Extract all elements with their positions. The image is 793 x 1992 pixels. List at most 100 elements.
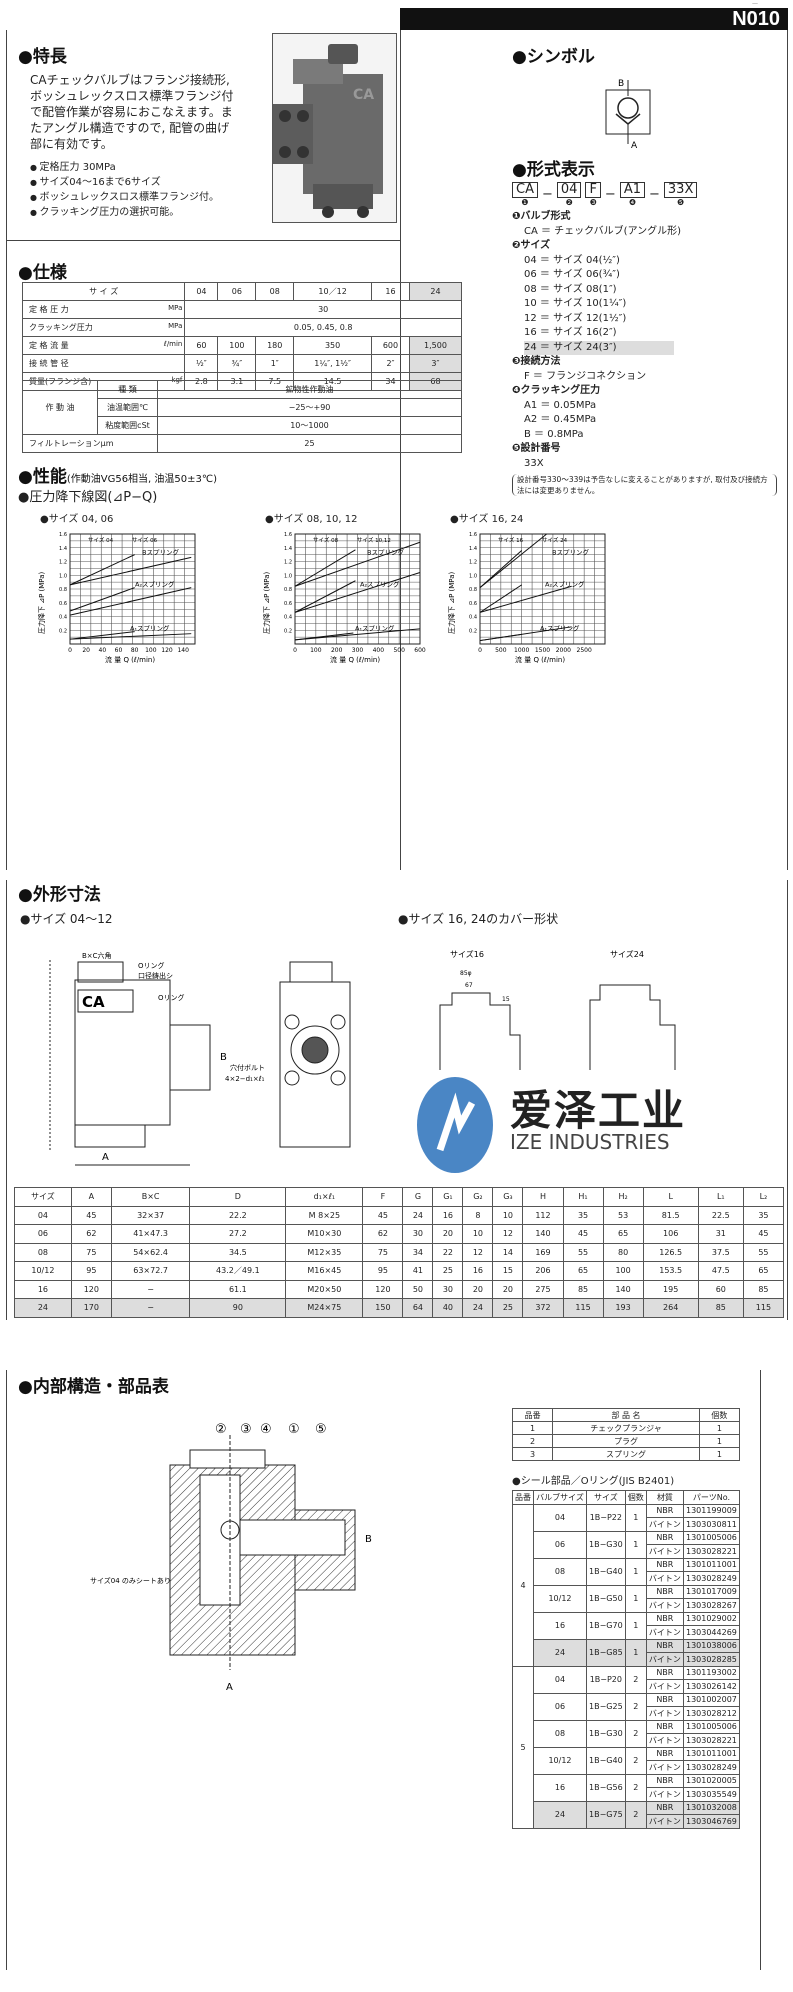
seals-qty: 2 xyxy=(624,1719,647,1748)
spec-value: 1¼″, 1½″ xyxy=(293,354,373,373)
legend-item: 24 ＝ サイズ 24(3″) xyxy=(512,340,782,355)
seals-valve-size: 04 xyxy=(533,1665,587,1694)
dims-cell: 75 xyxy=(70,1242,112,1262)
dims-cell: − xyxy=(110,1298,191,1318)
legend-item: 08 ＝ サイズ 08(1″) xyxy=(512,283,782,298)
dims-cell: M20×50 xyxy=(285,1279,364,1299)
dims-cell: 30 xyxy=(402,1224,434,1244)
spec-value: ½″ xyxy=(184,354,219,373)
spec-value: 2″ xyxy=(371,354,410,373)
seals-part-no: 1301005006 xyxy=(682,1719,741,1734)
dims-cell: 140 xyxy=(602,1279,644,1299)
legend-item-text: 04 ＝ サイズ 04(½″) xyxy=(524,254,620,266)
x-tick-label: 80 xyxy=(131,647,139,654)
spec-header-cell: 16 xyxy=(371,282,410,301)
dims-cell: 53 xyxy=(602,1205,644,1225)
dims-cell: 150 xyxy=(362,1298,404,1318)
chart-title: ●サイズ 16, 24 xyxy=(450,514,524,525)
curve-line xyxy=(294,541,421,587)
seals-material: NBR xyxy=(645,1665,684,1680)
curve-line xyxy=(294,572,421,613)
dims-cell: 25 xyxy=(432,1261,464,1281)
seals-valve-size: 10/12 xyxy=(533,1584,587,1613)
dims-cell: 63×72.7 xyxy=(110,1261,191,1281)
model-title: ●形式表示 xyxy=(512,160,595,180)
model-marker: ❺ xyxy=(677,198,685,207)
dims-cell: 37.5 xyxy=(697,1242,744,1262)
dims-cell: 20 xyxy=(432,1224,464,1244)
legend-item: A2 ＝ 0.45MPa xyxy=(512,413,782,428)
spring-label: Bスプリング xyxy=(142,548,179,557)
seals-part-no: 1301029002 xyxy=(682,1611,741,1626)
seals-material: バイトン xyxy=(645,1652,684,1667)
seals-material: バイトン xyxy=(645,1733,684,1748)
plot-frame xyxy=(69,533,196,645)
y-tick-label: 1.6 xyxy=(284,532,292,538)
spec-title: ●仕様 xyxy=(18,263,67,283)
legend-item: F ＝ フランジコネクション xyxy=(512,370,782,385)
seals-part-no: 1301011001 xyxy=(682,1746,741,1761)
dims-cell: 153.5 xyxy=(642,1261,699,1281)
dimensions-sub1: ●サイズ 04～12 xyxy=(20,912,113,926)
symbol-port-a: A xyxy=(631,141,638,151)
dims-header-cell: サイズ xyxy=(14,1187,72,1207)
dims-cell: 100 xyxy=(602,1261,644,1281)
label-15: 15 xyxy=(502,996,510,1003)
seals-material: バイトン xyxy=(645,1598,684,1613)
y-axis-label: 圧力降下 ⊿P (MPa) xyxy=(262,571,271,634)
callout-4: ④ xyxy=(260,1422,272,1437)
x-tick-label: 140 xyxy=(177,647,189,654)
dims-cell: 30 xyxy=(432,1279,464,1299)
y-tick-label: 1.0 xyxy=(469,573,477,579)
parts-header-cell: 個数 xyxy=(698,1408,741,1422)
y-axis-label: 圧力降下 ⊿P (MPa) xyxy=(37,571,46,634)
legend-item: 06 ＝ サイズ 06(¾″) xyxy=(512,268,782,283)
legend-item-text: 06 ＝ サイズ 06(¾″) xyxy=(524,269,620,280)
seals-oring-size: 1B−G40 xyxy=(585,1746,626,1775)
dims-cell: 35 xyxy=(562,1205,604,1225)
dims-cell: 15 xyxy=(492,1261,524,1281)
legend-item: 10 ＝ サイズ 10(1¼″) xyxy=(512,297,782,312)
legend-heading: ❺設計番号 xyxy=(512,443,561,454)
y-tick-label: 0.6 xyxy=(284,601,292,607)
top-note: — xyxy=(752,0,758,7)
seals-valve-size: 10/12 xyxy=(533,1746,587,1775)
seals-title: ●シール部品／Oリング(JIS B2401) xyxy=(512,1476,675,1487)
seals-part-no: 1303044269 xyxy=(682,1625,741,1640)
seals-material: バイトン xyxy=(645,1625,684,1640)
legend-item-text: 16 ＝ サイズ 16(2″) xyxy=(524,327,617,338)
check-valve-symbol: B A xyxy=(605,79,651,151)
seals-material: NBR xyxy=(645,1746,684,1761)
dims-cell: 85 xyxy=(742,1279,785,1299)
seals-qty: 2 xyxy=(624,1665,647,1694)
dims-cell: 24 xyxy=(14,1298,72,1318)
curve-line xyxy=(69,587,192,616)
spec-value: 600 xyxy=(371,336,410,355)
features: CAチェックバルブはフランジ接続形, ボッシュレックスロス標準フランジ付で配管作… xyxy=(30,72,240,220)
size-label: サイズ 04 xyxy=(88,536,114,544)
label-67: 67 xyxy=(465,982,473,989)
seals-material: バイトン xyxy=(645,1571,684,1586)
x-tick-label: 100 xyxy=(145,647,157,654)
dims-cell: M16×45 xyxy=(285,1261,364,1281)
legend-heading: ❹クラッキング圧力 xyxy=(512,385,601,396)
y-tick-label: 1.2 xyxy=(284,560,292,566)
seals-valve-size: 06 xyxy=(533,1530,587,1559)
curve-line xyxy=(479,584,522,613)
seals-material: バイトン xyxy=(645,1814,684,1829)
seals-qty: 2 xyxy=(624,1773,647,1802)
legend-item: 16 ＝ サイズ 16(2″) xyxy=(512,326,782,341)
dims-cell: 08 xyxy=(14,1242,72,1262)
spring-label: A₂スプリング xyxy=(545,579,585,588)
dims-cell: 112 xyxy=(522,1205,564,1225)
oil-label: 粘度範囲cSt xyxy=(97,416,158,435)
